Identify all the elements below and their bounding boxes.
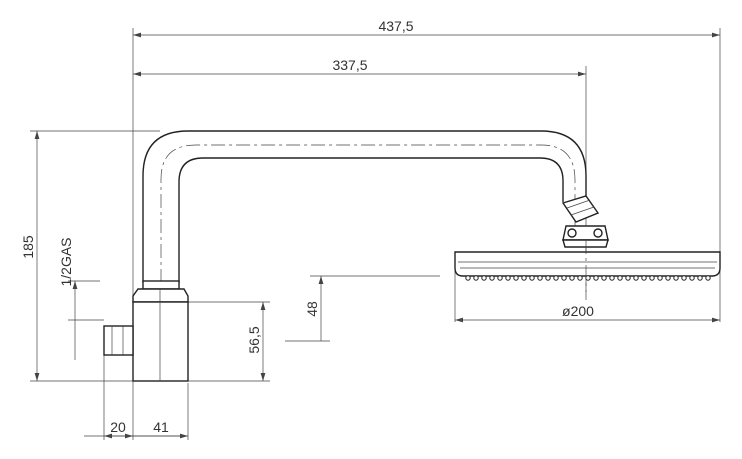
label-height: 185 [20, 235, 36, 259]
nozzle [561, 275, 567, 281]
nozzle [537, 275, 543, 281]
ball-joint [561, 195, 609, 248]
label-inlet-stub: 20 [110, 419, 126, 435]
nozzle [649, 275, 655, 281]
nozzle [569, 275, 575, 281]
swivel-collar [561, 195, 600, 223]
ball-nut-bottom [562, 239, 609, 248]
shower-head [454, 240, 721, 300]
nozzle [665, 275, 671, 281]
nozzle [601, 275, 607, 281]
swivel-line-2 [570, 206, 595, 216]
label-body-width: 41 [153, 419, 169, 435]
nozzle [513, 275, 519, 281]
nozzle [697, 275, 703, 281]
wall-inlet [103, 280, 189, 382]
nozzle [553, 275, 559, 281]
shower-arm [142, 130, 587, 283]
inlet-body [132, 301, 189, 382]
arm-nut [132, 288, 189, 303]
label-arm-length: 337,5 [332, 57, 367, 73]
nozzle [657, 275, 663, 281]
nozzle [585, 275, 591, 281]
nozzle [489, 275, 495, 281]
nozzle [497, 275, 503, 281]
nozzle [625, 275, 631, 281]
shower-head-body [454, 251, 721, 277]
arm-inner-edge [178, 157, 564, 283]
nozzle [465, 275, 471, 281]
nozzle [681, 275, 687, 281]
swivel-line-1 [566, 199, 591, 209]
arm-collar [142, 280, 180, 290]
arm-outer-edge [142, 130, 587, 283]
inlet-stub [103, 325, 134, 356]
nozzle [673, 275, 679, 281]
nozzle [609, 275, 615, 281]
nozzle [529, 275, 535, 281]
nozzle [481, 275, 487, 281]
nozzle [473, 275, 479, 281]
ball-nut-dot-left [567, 228, 577, 238]
arm-centerline [160, 144, 576, 283]
ball-nut-dot-right [593, 228, 603, 238]
label-overall-length: 437,5 [378, 18, 413, 34]
ball-nut-top [562, 225, 609, 241]
nozzle [705, 275, 711, 281]
nozzle [505, 275, 511, 281]
nozzle [545, 275, 551, 281]
nozzle [641, 275, 647, 281]
nozzle [593, 275, 599, 281]
label-inlet-height: 56,5 [246, 326, 262, 353]
nozzle [633, 275, 639, 281]
nozzle [689, 275, 695, 281]
label-head-diameter: ø200 [562, 303, 594, 319]
nozzle [521, 275, 527, 281]
nozzle [617, 275, 623, 281]
nozzle [577, 275, 583, 281]
shower-head-nozzles [465, 275, 711, 281]
dimension-labels: 437,5 337,5 185 1/2GAS 56,5 48 ø200 20 4… [20, 18, 594, 435]
label-head-drop: 48 [304, 301, 320, 317]
dimension-lines [30, 28, 721, 440]
label-thread: 1/2GAS [58, 237, 74, 286]
